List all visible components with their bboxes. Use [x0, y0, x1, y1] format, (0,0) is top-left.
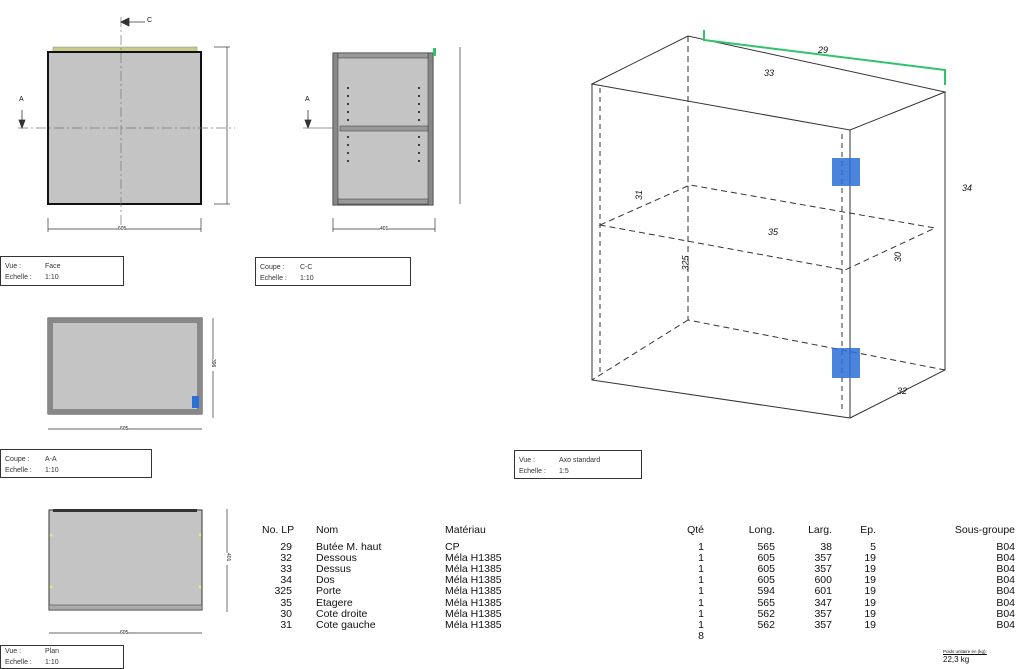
view-box-axo: Vue : Axo standard Echelle : 1:5 [514, 450, 642, 479]
weight-value: 22,3 kg [943, 655, 970, 664]
value: A-A [45, 456, 57, 463]
section-aa-view [47, 317, 214, 430]
axo-label-34: 34 [962, 183, 973, 193]
value: 1:10 [45, 274, 59, 281]
axo-label-31: 31 [634, 189, 645, 201]
value: Axo standard [559, 457, 601, 464]
label: Vue : [5, 263, 22, 270]
dim-plan-depth: 401 [225, 553, 231, 565]
view-box-face: Vue : Face Echelle : 1:10 [0, 256, 124, 286]
axo-label-29: 29 [818, 45, 829, 55]
dim-plan-width: 605 [120, 630, 129, 636]
value: 1:10 [300, 275, 314, 282]
value: 1:10 [45, 659, 59, 666]
value: 1:5 [559, 468, 569, 475]
dim-face-width: 605 [118, 226, 127, 232]
axo-label-325: 325 [680, 255, 691, 271]
axo-label-32: 32 [897, 386, 908, 396]
axo-view [590, 30, 947, 419]
dim-aa-depth: 396 [210, 359, 216, 371]
plan-view [48, 509, 228, 634]
label: Echelle : [5, 659, 32, 666]
view-box-cc: Coupe : C-C Echelle : 1:10 [255, 257, 411, 286]
label: Echelle : [260, 275, 287, 282]
axo-label-33: 33 [764, 68, 775, 78]
weight-label: Poids unitaire en (kg): [943, 649, 987, 654]
axo-label-35: 35 [768, 227, 779, 237]
axo-label-30: 30 [893, 251, 904, 263]
value: C-C [300, 264, 313, 271]
face-c-marker: C [147, 17, 153, 24]
label: Coupe : [5, 456, 30, 463]
label: Vue : [5, 648, 22, 655]
value: 1:10 [45, 467, 59, 474]
dim-aa-width: 605 [120, 426, 129, 432]
dim-cc-width: 401 [380, 226, 389, 232]
value: Face [45, 263, 61, 270]
section-cc-view [303, 47, 461, 232]
face-view [18, 17, 235, 232]
label: Echelle : [519, 468, 546, 475]
label: Echelle : [5, 467, 32, 474]
label: Echelle : [5, 274, 32, 281]
view-box-plan: Vue : Plan Echelle : 1:10 [0, 645, 124, 669]
label: Vue : [519, 457, 536, 464]
cc-a-marker: A [305, 96, 310, 103]
label: Coupe : [260, 264, 285, 271]
view-box-aa: Coupe : A-A Echelle : 1:10 [0, 449, 152, 478]
value: Plan [45, 648, 60, 655]
face-a-marker: A [19, 96, 24, 103]
